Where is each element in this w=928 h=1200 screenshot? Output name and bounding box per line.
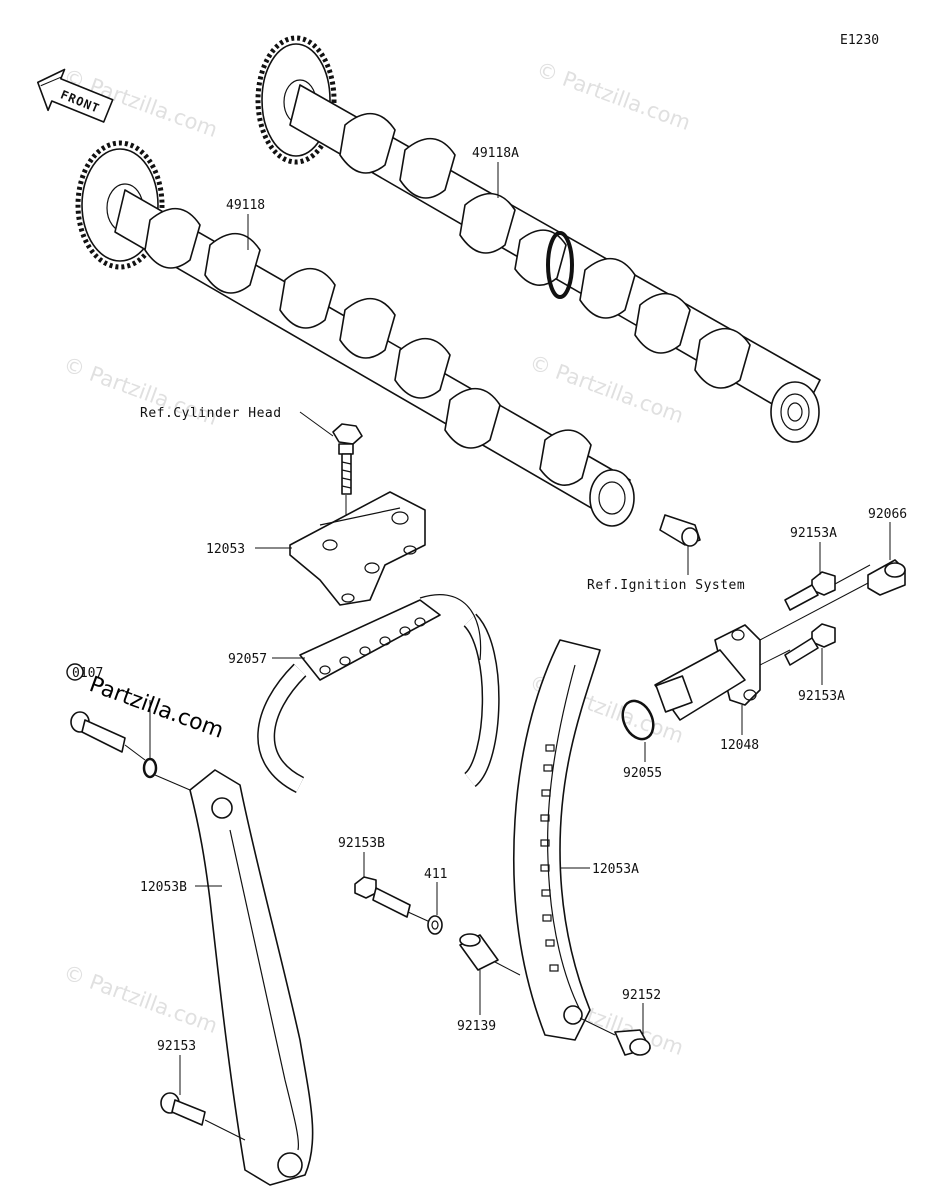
oring-92055 [621,699,655,741]
label-411[interactable]: 411 [424,867,447,882]
label-0107[interactable]: 0107 [72,666,103,681]
label-ref-cylinder-head[interactable]: Ref.Cylinder Head [140,406,282,421]
watermark: © Partzilla.com [60,960,220,1038]
label-92057[interactable]: 92057 [228,652,267,667]
timing-chain [257,594,500,794]
leader-line [299,411,334,437]
camshaft-exhaust [255,35,821,443]
washer-411 [427,915,443,935]
bolt-92153 [160,1092,206,1126]
collar-92152 [614,1029,651,1056]
label-92153a-bottom[interactable]: 92153A [798,689,845,704]
part-labels: 49118A 49118 Ref.Cylinder Head 12053 Ref… [72,146,907,1054]
label-12053b[interactable]: 12053B [140,880,187,895]
chain-links [319,617,426,675]
label-92066[interactable]: 92066 [868,507,907,522]
cap-92066 [867,559,906,596]
label-ref-ignition-system[interactable]: Ref.Ignition System [587,578,745,593]
chain-guide-right [513,639,601,1041]
leader-line [759,581,871,641]
watermark: © Partzilla.com [533,57,693,135]
leader-line [759,649,791,666]
ignition-rotor [659,514,701,547]
label-12048[interactable]: 12048 [720,738,759,753]
collar-92139 [459,933,499,971]
bolt-92153a-lower [784,623,836,666]
chain-guide-upper [289,491,426,606]
leader-line [154,774,191,791]
diagram-code: E1230 [840,33,879,48]
label-92055[interactable]: 92055 [623,766,662,781]
oring-left [142,757,158,779]
leader-line [407,911,431,923]
watermark: © Partzilla.com [526,350,686,428]
pivot-bolt-left [70,711,126,753]
leader-line [579,1017,616,1036]
chain-tensioner [654,624,761,721]
label-12053[interactable]: 12053 [206,542,245,557]
bolt-92153b [354,876,411,918]
bolt-92153a-upper [784,564,871,611]
leader-line [834,564,871,585]
camshaft-intake [75,140,635,527]
chain-guide-left [189,769,314,1186]
leader-line [204,1119,246,1141]
label-49118[interactable]: 49118 [226,198,265,213]
cylinder-head-bolt [332,423,363,495]
guide-slots [540,744,559,972]
leader-line [494,961,521,976]
label-92152[interactable]: 92152 [622,988,661,1003]
reference-circle-icon [66,663,84,681]
label-92139[interactable]: 92139 [457,1019,496,1034]
label-12053a[interactable]: 12053A [592,862,639,877]
label-49118a[interactable]: 49118A [472,146,519,161]
label-92153[interactable]: 92153 [157,1039,196,1054]
label-92153b[interactable]: 92153B [338,836,385,851]
leader-line [124,744,146,761]
label-92153a-top[interactable]: 92153A [790,526,837,541]
